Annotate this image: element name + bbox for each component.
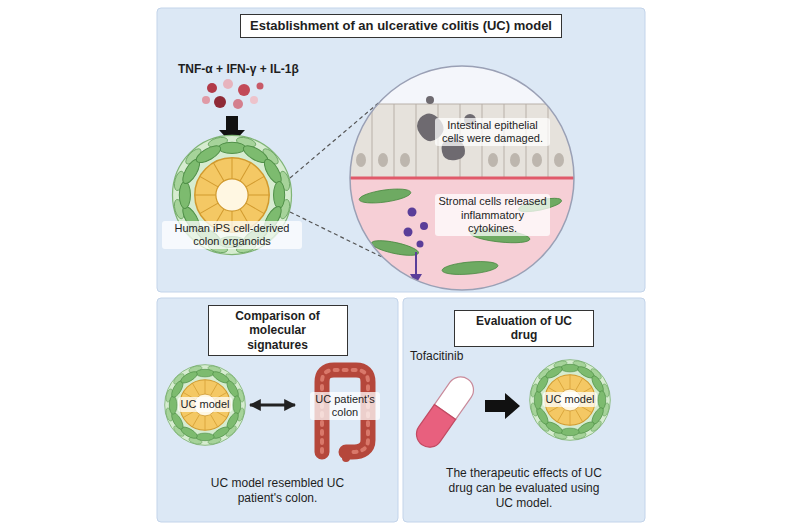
panel-heading: Evaluation of UC drug xyxy=(454,310,594,347)
panel-heading: Establishment of an ulcerative colitis (… xyxy=(240,14,562,38)
illustration-label: Stromal cells released inflammatory cyto… xyxy=(435,194,550,236)
caption-text: The therapeutic effects of UC drug can b… xyxy=(441,466,607,511)
illustration-label: Human iPS cell-derived colon organoids xyxy=(162,221,302,249)
label-holder: TNF-α + IFN-γ + IL-1β xyxy=(178,62,299,76)
illustration-label: Intestinal epithelial cells were damaged… xyxy=(435,118,550,146)
right-arrow xyxy=(485,393,520,419)
zoom-circle xyxy=(350,66,574,290)
panel: Comparison of molecular signatures UC mod… xyxy=(157,298,398,522)
label-holder: Tofacitinib xyxy=(410,349,463,363)
organoid: Human iPS cell-derived colon organoids xyxy=(162,135,302,260)
panel: Evaluation of UC drugThe therapeutic eff… xyxy=(403,298,645,522)
reagent-label: TNF-α + IFN-γ + IL-1β xyxy=(178,62,299,76)
organoid: UC model xyxy=(163,363,247,447)
cytokine-dots xyxy=(202,79,264,109)
colon: UC patient's colon xyxy=(298,360,392,460)
caption-text: UC model resembled UC patient's colon. xyxy=(210,476,345,506)
illustration-label: UC model xyxy=(178,397,233,412)
panel-heading: Comparison of molecular signatures xyxy=(208,305,348,356)
panel-ground xyxy=(157,8,645,292)
tissue-picture xyxy=(350,66,574,292)
double-arrow xyxy=(250,404,295,407)
organoid-picture xyxy=(165,365,246,446)
illustration-label: UC model xyxy=(543,392,598,407)
panel-ground xyxy=(157,298,398,522)
magnified-view: Intestinal epithelial cells were damaged… xyxy=(350,66,574,290)
panel-ground xyxy=(403,298,645,522)
illustration-label: UC patient's colon xyxy=(310,392,380,420)
organoid: UC model xyxy=(528,358,612,442)
organoid-picture xyxy=(530,360,611,441)
reagent-label: Tofacitinib xyxy=(410,349,463,363)
panel: Establishment of an ulcerative colitis (… xyxy=(157,8,645,292)
pill-picture xyxy=(411,372,478,452)
